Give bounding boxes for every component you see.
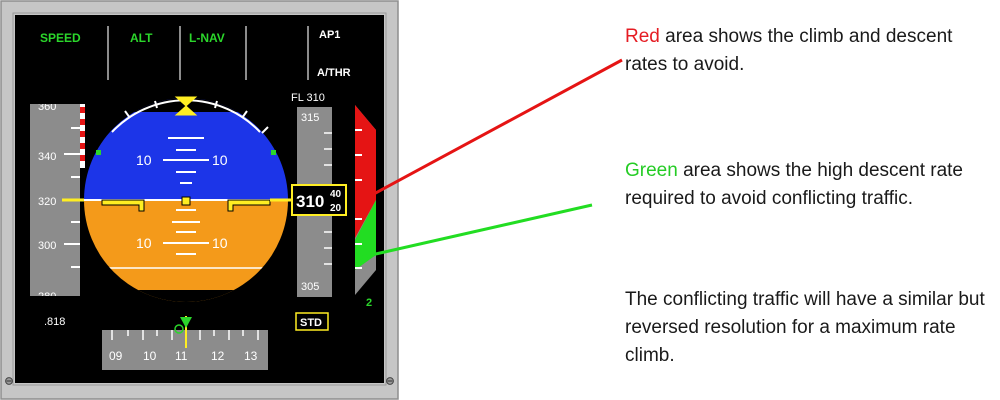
fma-lnav: L-NAV (189, 31, 225, 45)
altitude-label: 305 (301, 281, 319, 293)
speed-label: 300 (38, 240, 56, 252)
altitude-readout: 310 (296, 192, 324, 211)
altitude-tape: FL 310 315 305 310 40 20 STD (270, 92, 347, 331)
flight-path-marker-icon (174, 324, 184, 334)
selected-altitude: FL 310 (291, 92, 325, 104)
bank-pointer-icon (174, 96, 198, 116)
heading-label: 10 (143, 349, 157, 363)
altitude-readout-low: 20 (330, 203, 342, 214)
pitch-ladder (163, 137, 209, 255)
green-keyword: Green (625, 160, 678, 181)
vertical-speed-indicator: 2 (355, 105, 376, 309)
baro-setting: STD (300, 317, 322, 329)
fma-ap: AP1 (319, 29, 340, 41)
fma-speed: SPEED (40, 31, 81, 45)
speed-label: 320 (38, 196, 56, 208)
green-caption-text: area shows the high descent rate require… (625, 160, 963, 209)
bank-scale-ticks (124, 100, 269, 134)
aircraft-symbol-icon (101, 196, 271, 212)
screw-left (5, 377, 13, 385)
flight-mode-annunciator: SPEED ALT L-NAV AP1 A/THR (40, 26, 351, 80)
bank-limit-markers (96, 150, 276, 155)
heading-scale: 09 10 11 12 13 (102, 316, 268, 370)
red-caption-text: area shows the climb and descent rates t… (625, 26, 953, 75)
speed-label: 340 (38, 151, 56, 163)
red-keyword: Red (625, 26, 660, 47)
speed-tape: 360 340 320 300 280 .818 (30, 101, 98, 328)
vsi-ticks (355, 129, 362, 269)
vsi-readout: 2 (366, 297, 372, 309)
vsi-green-zone (355, 200, 376, 270)
pitch-label: 10 (212, 235, 228, 251)
red-callout-line (369, 58, 623, 198)
pitch-label: 10 (136, 235, 152, 251)
altitude-label: 315 (301, 112, 319, 124)
fma-athr: A/THR (317, 67, 351, 79)
heading-label: 09 (109, 349, 123, 363)
heading-label: 12 (211, 349, 225, 363)
heading-ticks (111, 330, 259, 340)
altitude-readout-box (291, 184, 347, 216)
screen-frame (12, 12, 387, 386)
mach-readout: .818 (44, 316, 65, 328)
altitude-ticks (324, 132, 332, 265)
heading-label: 11 (175, 349, 188, 363)
vsi-red-zone (355, 105, 376, 238)
fma-alt: ALT (130, 31, 153, 45)
track-marker-icon (180, 317, 192, 328)
speed-label: 280 (38, 291, 56, 303)
speed-label: 360 (38, 101, 56, 113)
green-area-caption: Green area shows the high descent rate r… (625, 157, 980, 213)
green-callout-line (357, 203, 593, 260)
altitude-readout-low: 40 (330, 189, 342, 200)
screw-right (386, 377, 394, 385)
heading-label: 13 (244, 349, 258, 363)
red-area-caption: Red area shows the climb and descent rat… (625, 23, 965, 79)
pitch-label: 10 (212, 152, 228, 168)
pitch-label: 10 (136, 152, 152, 168)
baro-setting-box (295, 312, 329, 331)
traffic-caption: The conflicting traffic will have a simi… (625, 289, 985, 366)
speed-limit-red-segments (80, 107, 85, 161)
